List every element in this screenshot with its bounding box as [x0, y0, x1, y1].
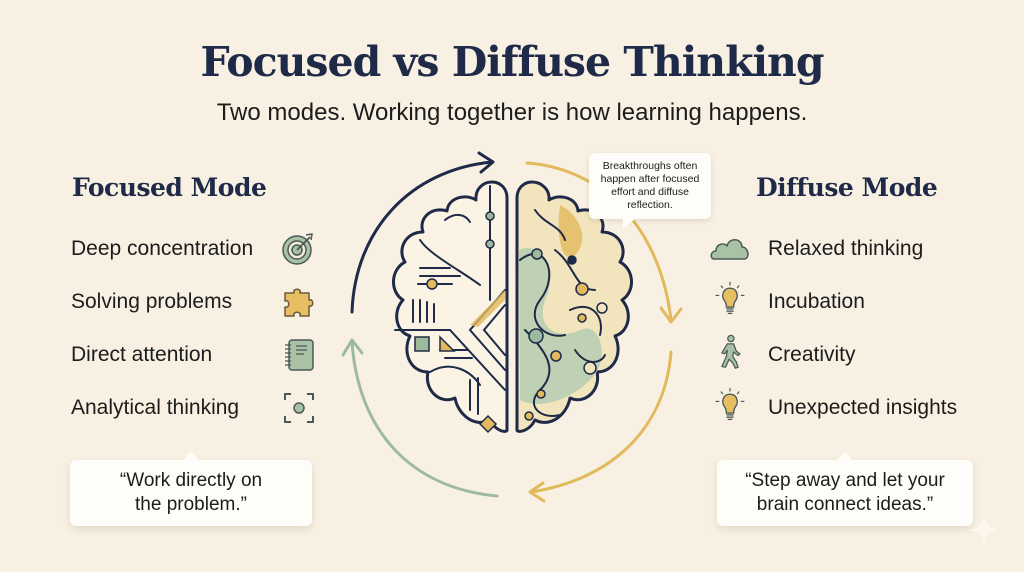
- notebook-icon: [285, 339, 314, 371]
- page-subtitle: Two modes. Working together is how learn…: [216, 99, 808, 126]
- focused-quote-text: “Work directly on the problem.”: [119, 470, 263, 515]
- walking-person-icon: [721, 334, 741, 369]
- focused-item-direct-attention: Direct attention: [71, 343, 213, 366]
- brain-left-hemisphere: [392, 180, 509, 434]
- focused-mode-title: Focused Mode: [72, 173, 267, 202]
- diffuse-item-creativity: Creativity: [768, 343, 856, 366]
- lightbulb-icon: [715, 281, 745, 315]
- brain-right-hemisphere: [515, 180, 633, 433]
- cloud-icon: [710, 239, 749, 260]
- lightbulb-icon: [715, 387, 745, 421]
- diffuse-item-incubation: Incubation: [768, 290, 865, 313]
- focused-item-solving-problems: Solving problems: [71, 290, 233, 313]
- puzzle-piece-icon: [284, 288, 314, 317]
- diffuse-quote-text: “Step away and let your brain connect id…: [745, 470, 945, 515]
- breakthrough-callout-text: Breakthroughs often happen after focused…: [600, 160, 700, 211]
- focused-quote-card: “Work directly on the problem.”: [70, 452, 312, 526]
- sparkle-icon: [968, 514, 1000, 546]
- focus-frame-icon: [284, 393, 314, 423]
- page-title: Focused vs Diffuse Thinking: [200, 38, 824, 86]
- focused-item-deep-concentration: Deep concentration: [71, 237, 254, 260]
- breakthrough-callout: Breakthroughs often happen after focused…: [589, 153, 711, 229]
- diffuse-item-relaxed-thinking: Relaxed thinking: [768, 237, 924, 260]
- diffuse-mode-title: Diffuse Mode: [756, 173, 938, 202]
- cycle-arrow-diffuse-bottom: [528, 350, 673, 503]
- focused-item-analytical-thinking: Analytical thinking: [71, 396, 240, 419]
- cycle-arrow-return: [341, 338, 499, 498]
- diffuse-quote-card: “Step away and let your brain connect id…: [717, 452, 973, 526]
- diffuse-item-unexpected-insights: Unexpected insights: [768, 396, 958, 419]
- target-icon: [282, 233, 313, 265]
- cycle-arrow-focused: [350, 151, 495, 314]
